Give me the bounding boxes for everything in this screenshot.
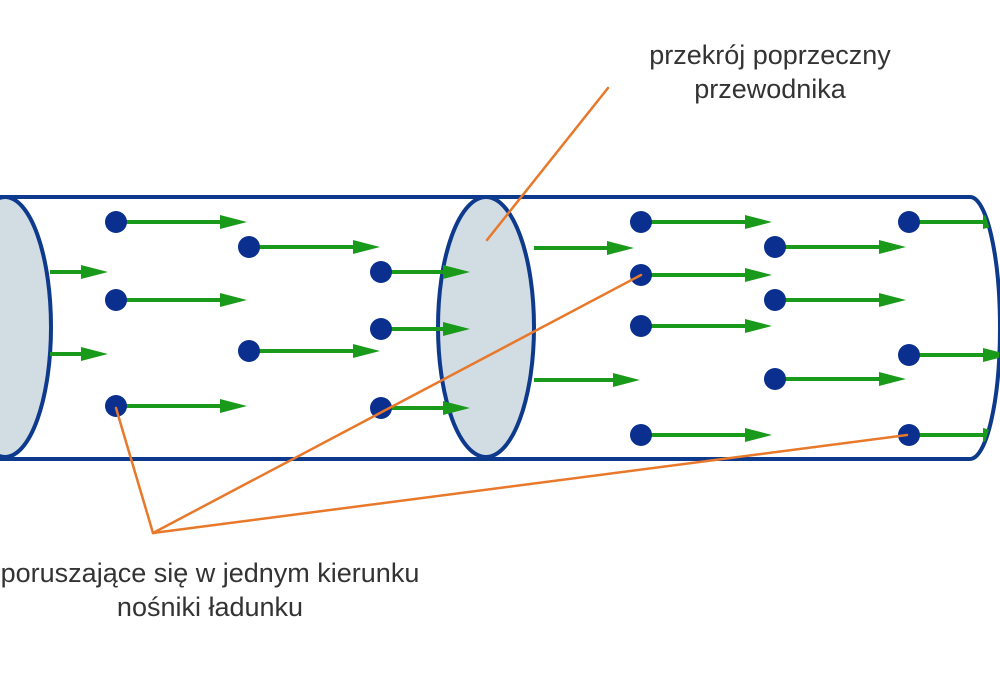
current-arrow-head (353, 344, 380, 358)
charge-carrier-dot (630, 315, 652, 337)
charge-carrier-dot (898, 424, 920, 446)
charge-carrier-dot (764, 236, 786, 258)
current-arrow-head (879, 372, 906, 386)
current-arrow-head (220, 293, 247, 307)
charge-carrier-dot (370, 261, 392, 283)
current-arrow-head (745, 319, 772, 333)
current-arrow-head (745, 268, 772, 282)
charge-carrier-dot (238, 236, 260, 258)
current-arrow-head (983, 428, 1000, 442)
charge-carriers (50, 211, 1000, 446)
charge-carrier-dot (898, 211, 920, 233)
charge-carriers-label-line1: poruszające się w jednym kierunku (0, 558, 420, 588)
current-arrow-head (443, 401, 470, 415)
current-arrow-head (353, 240, 380, 254)
leader-line-carrier-2 (151, 273, 643, 535)
current-arrow-head (745, 428, 772, 442)
current-arrow-head (879, 293, 906, 307)
charge-carrier-dot (898, 344, 920, 366)
charge-carrier-dot (370, 318, 392, 340)
current-arrow-head (220, 215, 247, 229)
current-arrow-head (745, 215, 772, 229)
charge-carriers-label-line2: nośniki ładunku (116, 592, 304, 622)
charge-carrier-dot (105, 395, 127, 417)
current-arrow-head (220, 399, 247, 413)
current-arrow-head (443, 265, 470, 279)
cross-section-label: przekrój poprzeczny przewodnika (560, 38, 980, 106)
current-arrow-head (443, 322, 470, 336)
charge-carrier-dot (105, 211, 127, 233)
current-arrow-head (983, 348, 1000, 362)
current-arrow-head (879, 240, 906, 254)
charge-carrier-dot (764, 368, 786, 390)
current-arrow-head (613, 373, 640, 387)
current-arrow-head (81, 265, 108, 279)
charge-carrier-dot (105, 289, 127, 311)
leader-line-cross-section (485, 86, 610, 242)
current-arrow-head (81, 347, 108, 361)
conductor-end-face (0, 195, 53, 459)
cross-section-label-line1: przekrój poprzeczny (649, 40, 891, 70)
charge-carrier-dot (764, 289, 786, 311)
current-arrow-head (607, 241, 634, 255)
leader-lines (114, 86, 909, 535)
charge-carrier-dot (370, 397, 392, 419)
charge-carrier-dot (630, 424, 652, 446)
current-arrow-head (983, 215, 1000, 229)
cross-section-label-line2: przewodnika (694, 74, 846, 104)
charge-carrier-dot (238, 340, 260, 362)
leader-line-carrier-1 (114, 406, 155, 535)
charge-carriers-label: poruszające się w jednym kierunku nośnik… (0, 556, 540, 624)
charge-carrier-dot (630, 211, 652, 233)
leader-line-carrier-3 (151, 433, 909, 535)
